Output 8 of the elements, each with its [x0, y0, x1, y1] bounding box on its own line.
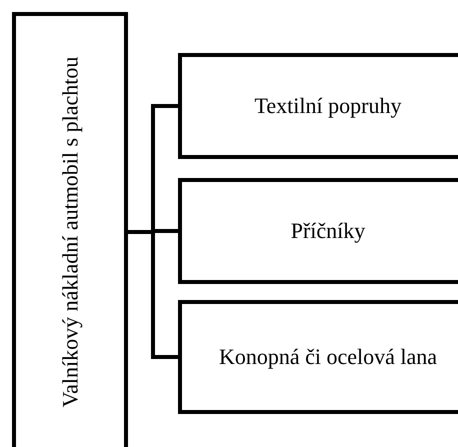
box-label: Valníkový nákladní autmobil s plachtou: [57, 56, 83, 410]
box-label: Konopná či ocelová lana: [218, 344, 438, 370]
text-box: [178, 178, 458, 284]
text-box: [178, 300, 458, 414]
text-box: [12, 12, 128, 447]
text-box: [178, 53, 458, 159]
box-label: Příčníky: [290, 218, 366, 244]
box-label: Textilní popruhy: [254, 92, 402, 120]
